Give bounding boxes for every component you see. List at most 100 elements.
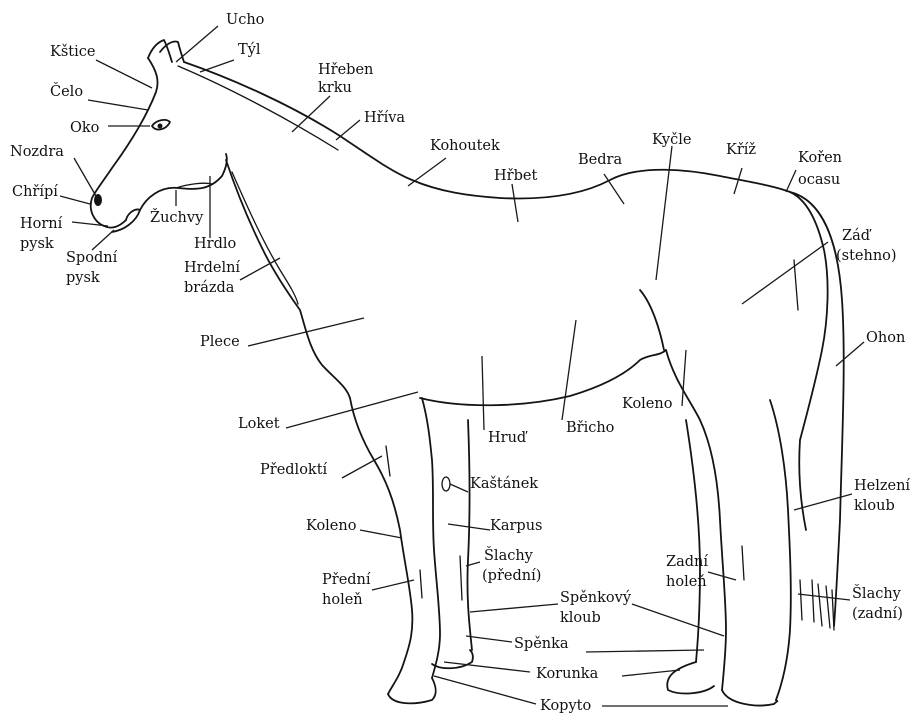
leader-kopyto — [434, 676, 536, 704]
leader-spenka — [586, 650, 704, 652]
label-kriz: Kříž — [726, 142, 756, 158]
label-hrud: Hruď — [488, 430, 528, 446]
label-spenkovy-line1: Spěnkový — [560, 589, 632, 606]
label-horni-line1: Horní — [20, 216, 63, 232]
leader-predlokti — [342, 456, 382, 478]
leader-celo — [88, 100, 148, 110]
leader-tyl — [200, 60, 234, 72]
horse-tail-inner — [794, 260, 798, 310]
leader-kstice — [96, 60, 152, 88]
leader-kriz — [734, 168, 742, 194]
label-spenkovy-line2: kloub — [560, 610, 601, 626]
label-bricho: Břicho — [566, 420, 614, 436]
label-korunka: Korunka — [536, 666, 599, 682]
label-karpus: Karpus — [490, 518, 542, 534]
label-hrbet: Hřbet — [494, 168, 537, 184]
leader-hrud — [482, 356, 484, 430]
horse-jugular-groove — [232, 172, 298, 304]
label-zad-line1: Záď — [842, 228, 872, 244]
leader-bricho — [562, 320, 576, 420]
leader-koren — [786, 170, 796, 192]
leader-spenkovy — [470, 604, 558, 612]
label-tyl: Týl — [238, 41, 261, 58]
leader-hriva — [336, 120, 360, 140]
leader-koleno-predni — [360, 530, 402, 538]
leader-hrbet — [512, 184, 518, 222]
leader-spenka — [466, 636, 512, 642]
label-zuchvy: Žuchvy — [150, 208, 204, 226]
label-slachy-zadni-line1: Šlachy — [852, 584, 902, 602]
label-predni-holen-line2: holeň — [322, 592, 363, 608]
label-bedra: Bedra — [578, 152, 622, 168]
leader-loket — [286, 392, 418, 428]
label-koleno-predni: Koleno — [306, 518, 356, 534]
horse-tendon-hind — [742, 546, 802, 620]
leader-kastanek — [450, 484, 468, 492]
label-kstice: Kštice — [50, 43, 95, 60]
label-koren-line1: Kořen — [798, 150, 842, 166]
horse-pupil — [158, 124, 163, 129]
label-celo: Čelo — [50, 82, 83, 100]
label-nozdra: Nozdra — [10, 144, 64, 160]
horse-hind-hoof-far — [667, 662, 714, 693]
label-hrdelni-line1: Hrdelní — [184, 260, 240, 276]
label-loket: Loket — [238, 416, 280, 432]
horse-hind-leg — [666, 350, 726, 690]
leader-helzeni — [794, 494, 852, 510]
label-chripi: Chřípí — [12, 184, 58, 200]
horse-front-leg — [350, 398, 412, 694]
leader-kycle — [656, 146, 672, 280]
leader-chripi — [60, 196, 90, 204]
horse-topline — [184, 62, 790, 198]
label-oko: Oko — [70, 120, 99, 136]
horse-mouth — [112, 209, 140, 232]
label-kycle: Kyčle — [652, 132, 691, 148]
leader-horni — [72, 222, 108, 226]
label-slachy-predni-line2: (přední) — [482, 568, 541, 584]
label-kopyto: Kopyto — [540, 698, 591, 714]
label-helzeni-line2: kloub — [854, 498, 895, 514]
horse-chestnut — [442, 477, 450, 491]
horse-stifle — [640, 290, 664, 350]
label-slachy-predni-line1: Šlachy — [484, 546, 534, 564]
leader-spenkovy — [632, 604, 724, 636]
horse-hind-hoof — [722, 690, 777, 705]
label-predni-holen-line1: Přední — [322, 572, 371, 588]
label-hreben-line2: krku — [318, 80, 352, 96]
label-hreben-line1: Hřeben — [318, 62, 373, 78]
label-helzeni-line1: Helzení — [854, 478, 910, 494]
label-zadni-holen-line1: Zadní — [666, 554, 708, 570]
leader-zad — [742, 242, 828, 304]
horse-front-leg — [422, 398, 440, 678]
label-hrdelni-line2: brázda — [184, 280, 235, 296]
label-horni-line2: pysk — [20, 236, 54, 252]
label-ucho: Ucho — [226, 12, 264, 28]
label-spodni-line2: pysk — [66, 270, 100, 286]
label-slachy-zadni-line2: (zadní) — [852, 606, 903, 622]
label-ohon: Ohon — [866, 330, 905, 346]
horse-front-leg-far — [467, 420, 472, 650]
horse-jaw — [140, 154, 227, 210]
horse-hindquarter — [790, 192, 828, 530]
leader-lines — [60, 26, 864, 706]
label-spenka: Spěnka — [514, 636, 569, 652]
leader-plece — [248, 318, 364, 346]
label-kastanek: Kaštánek — [470, 475, 538, 492]
label-koren-line2: ocasu — [798, 172, 840, 188]
label-plece: Plece — [200, 334, 240, 350]
horse-tendon-front — [386, 446, 462, 600]
label-predlokti: Předloktí — [260, 462, 328, 478]
label-zadni-holen-line2: holeň — [666, 574, 707, 590]
leader-nozdra — [74, 158, 96, 196]
leader-slachy-zadni — [798, 594, 850, 600]
leader-koleno-zadni — [682, 350, 686, 406]
leader-zadni-holen — [708, 572, 736, 580]
leader-ohon — [836, 342, 864, 366]
leader-kohoutek — [408, 158, 446, 186]
label-kohoutek: Kohoutek — [430, 138, 500, 154]
label-koleno-zadni: Koleno — [622, 396, 672, 412]
leader-spodni — [92, 230, 114, 250]
horse-tail-hair — [812, 580, 834, 630]
horse-hind-leg — [770, 400, 791, 700]
